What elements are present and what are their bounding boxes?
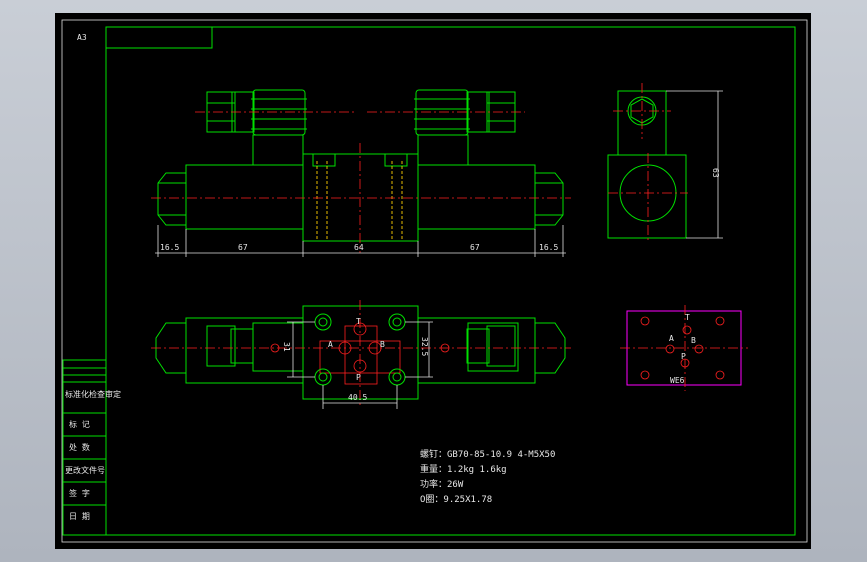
dim-right-body: 67 — [470, 243, 480, 252]
plate-code: WE6 — [670, 376, 685, 385]
note-screws: 螺钉：GB70-85-10.9 4-M5X50 — [420, 449, 555, 460]
note-weight: 重量：1.2kg 1.6kg — [420, 463, 507, 475]
plate-label-p: P — [681, 352, 686, 361]
dim-side-height: 63 — [711, 168, 720, 178]
front-view-dimensions: 16.5 67 64 67 16.5 — [155, 225, 566, 257]
cad-drawing: A3 标准化检查审定 标 记 处 数 更改文件号 签 字 日 期 — [61, 19, 808, 543]
dim-port-width: 40.5 — [348, 393, 367, 402]
dim-left-nut: 16.5 — [160, 243, 179, 252]
port-label-p: P — [356, 373, 361, 382]
note-power: 功率：26W — [420, 478, 464, 490]
sheet-size-label: A3 — [77, 33, 87, 42]
title-block-cell-6: 日 期 — [69, 512, 90, 521]
port-label-t: T — [356, 317, 361, 326]
corner-label-box — [105, 26, 213, 49]
plate-label-a: A — [669, 334, 674, 343]
dim-port-height-right: 32.5 — [420, 337, 429, 356]
valve-top-view: A B P T 40.5 31 32.5 — [151, 300, 571, 409]
dim-left-body: 67 — [238, 243, 248, 252]
title-block-cell-2: 标 记 — [69, 419, 90, 429]
valve-side-view: 63 — [607, 83, 723, 243]
inner-border — [105, 26, 796, 536]
title-block-cell-1: 标准化检查审定 — [65, 389, 121, 399]
drawing-sheet: A3 标准化检查审定 标 记 处 数 更改文件号 签 字 日 期 — [55, 13, 811, 549]
port-label-a: A — [328, 340, 333, 349]
plate-label-t: T — [685, 313, 690, 322]
note-oring: O圈：9.25X1.78 — [420, 494, 492, 505]
dim-right-nut: 16.5 — [539, 243, 558, 252]
title-block: 标准化检查审定 标 记 处 数 更改文件号 签 字 日 期 — [62, 359, 121, 536]
title-block-cell-5: 签 字 — [69, 488, 90, 498]
title-block-cell-3: 处 数 — [69, 442, 90, 452]
mounting-plate: T A B P WE6 — [620, 305, 748, 391]
technical-notes: 螺钉：GB70-85-10.9 4-M5X50 重量：1.2kg 1.6kg 功… — [420, 449, 555, 505]
port-label-b: B — [380, 340, 385, 349]
dim-center-body: 64 — [354, 243, 364, 252]
plate-label-b: B — [691, 336, 696, 345]
outer-border — [61, 19, 808, 543]
valve-front-view — [151, 89, 571, 253]
title-block-cell-4: 更改文件号 — [65, 465, 105, 475]
dim-port-height-left: 31 — [282, 342, 291, 352]
